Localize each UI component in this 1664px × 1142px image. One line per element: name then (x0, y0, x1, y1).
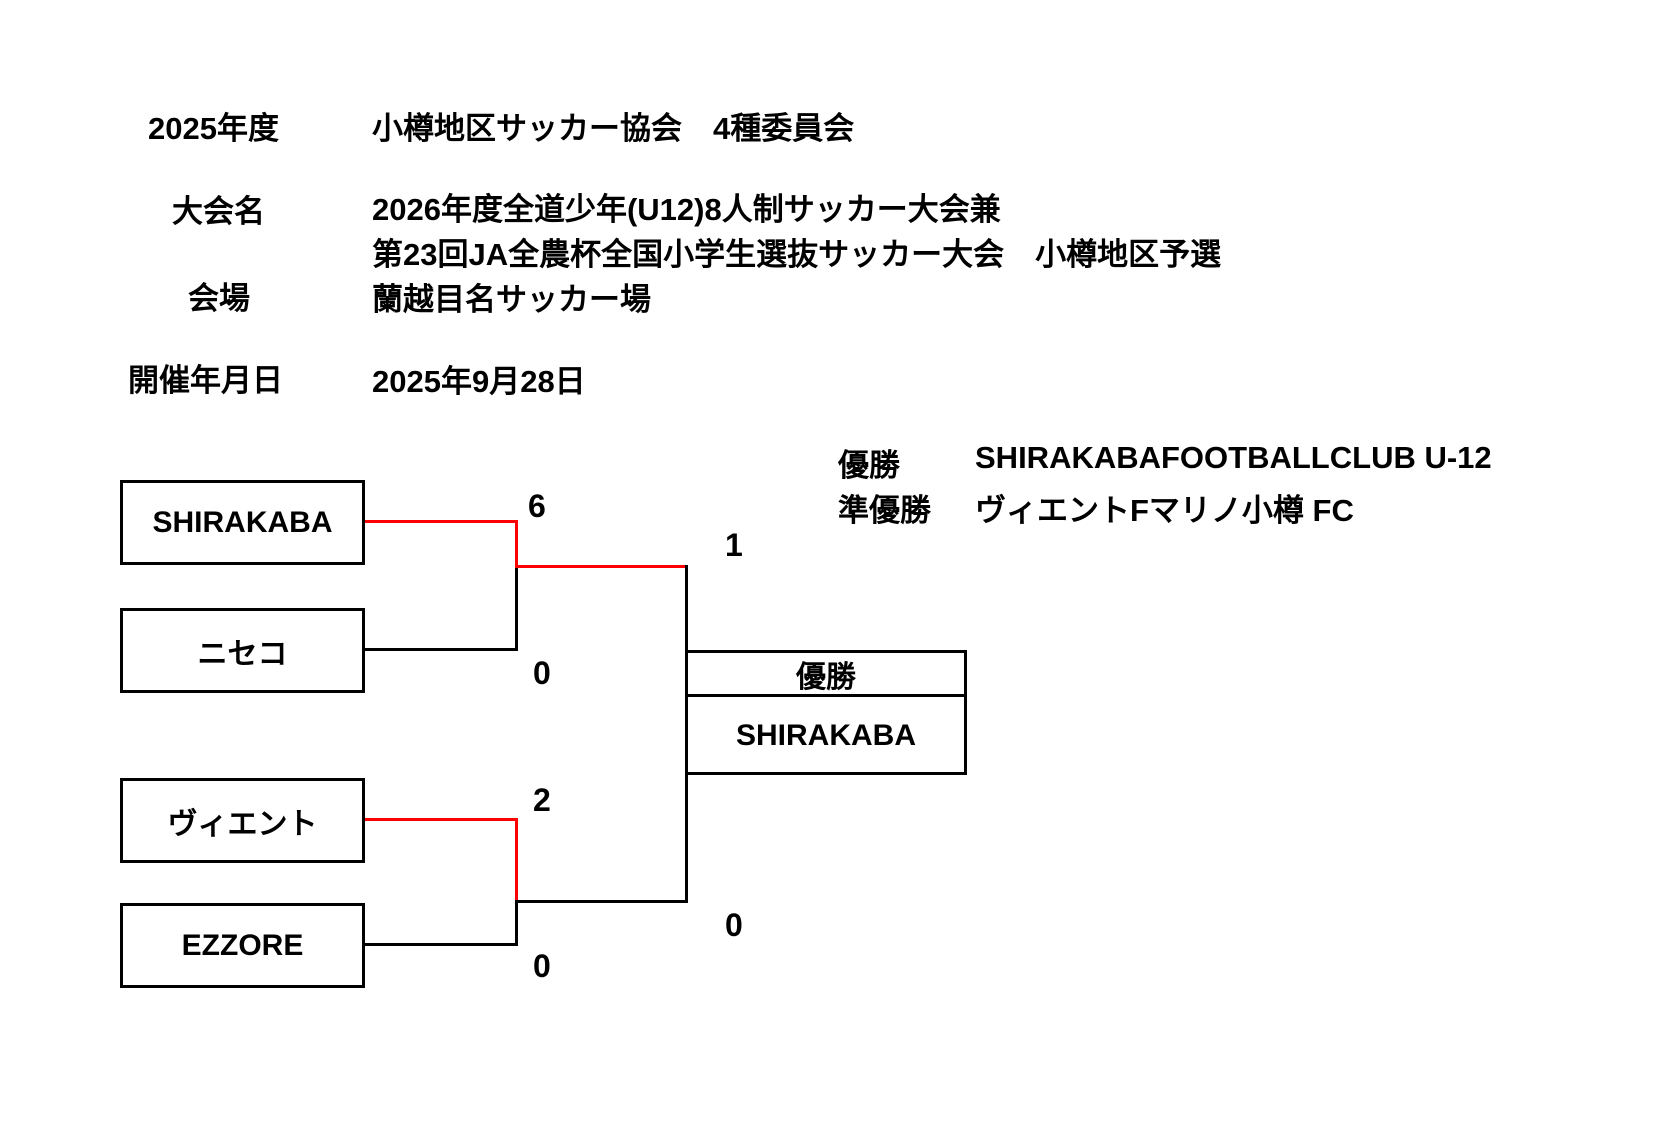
team-box-niseko: ニセコ (120, 608, 365, 693)
score-semi1-bottom: 0 (533, 655, 551, 691)
connector-semi2-winner-vertical (515, 818, 518, 903)
team-name: SHIRAKABA (152, 505, 333, 539)
connector-semi1-to-final-horizontal (515, 565, 688, 568)
team-name: ヴィエント (167, 807, 318, 841)
tournament-name-line1: 2026年度全道少年(U12)8人制サッカー大会兼 (372, 192, 1001, 227)
team-box-shirakaba: SHIRAKABA (120, 480, 365, 565)
connector-semi1-loser-horizontal (365, 648, 518, 651)
score-final-bottom: 0 (725, 907, 743, 943)
score-semi2-bottom: 0 (533, 948, 551, 984)
connector-semi1-loser-vertical (515, 565, 518, 651)
team-box-viento: ヴィエント (120, 778, 365, 863)
date-label: 開催年月日 (128, 363, 283, 398)
connector-semi2-loser-horizontal (365, 943, 518, 946)
final-winner-box: 優勝 SHIRAKABA (685, 650, 967, 775)
venue-name: 蘭越目名サッカー場 (372, 282, 651, 317)
team-box-ezzore: EZZORE (120, 903, 365, 988)
final-winner-name: SHIRAKABA (736, 719, 916, 752)
team-name: ニセコ (197, 637, 288, 671)
venue-label: 会場 (188, 281, 250, 316)
tournament-name-line2: 第23回JA全農杯全国小学生選抜サッカー大会 小樽地区予選 (372, 237, 1222, 272)
connector-semi2-to-final-horizontal (515, 900, 688, 903)
final-winner-header: 優勝 (688, 653, 964, 697)
connector-semi2-winner-horizontal (365, 818, 515, 821)
champion-name: SHIRAKABAFOOTBALLCLUB U-12 (975, 440, 1492, 475)
season-label: 2025年度 (148, 111, 279, 146)
runner-up-name: ヴィエントFマリノ小樽 FC (975, 493, 1354, 528)
tournament-name-label: 大会名 (172, 194, 265, 229)
connector-final-top-vertical (685, 565, 688, 653)
score-final-top: 1 (725, 527, 743, 563)
score-semi1-top: 6 (528, 488, 546, 524)
connector-semi1-winner-horizontal (365, 520, 515, 523)
organization-name: 小樽地区サッカー協会 4種委員会 (372, 111, 855, 146)
team-name: EZZORE (181, 928, 304, 962)
champion-label: 優勝 (838, 448, 900, 483)
connector-semi2-loser-vertical (515, 900, 518, 946)
connector-final-bottom-vertical (685, 775, 688, 903)
score-semi2-top: 2 (533, 782, 551, 818)
date-value: 2025年9月28日 (372, 364, 586, 399)
connector-semi1-winner-vertical (515, 520, 518, 568)
runner-up-label: 準優勝 (838, 493, 931, 528)
